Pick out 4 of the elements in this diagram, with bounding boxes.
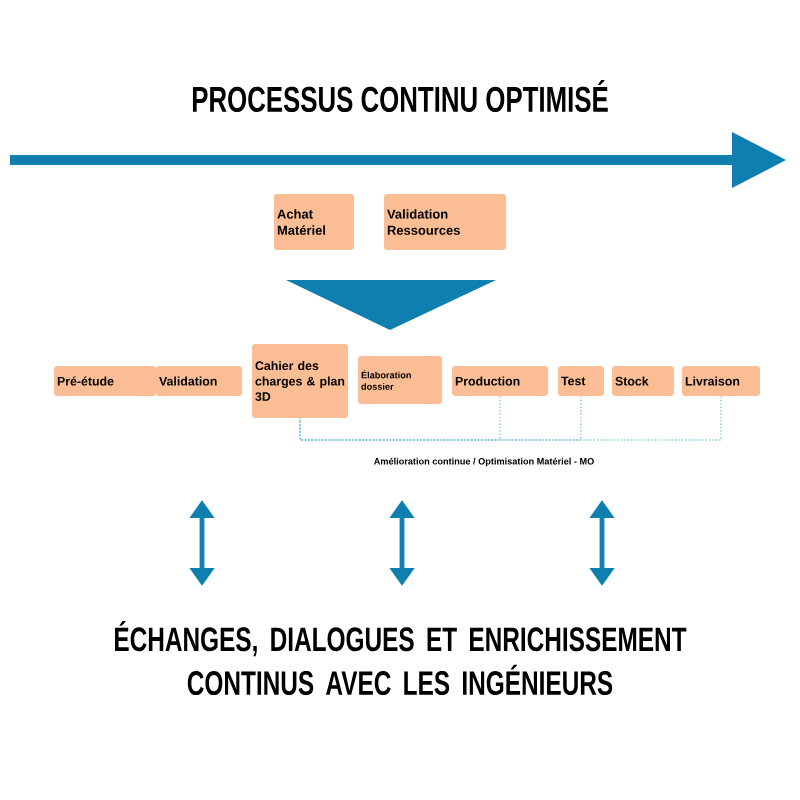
closing-statement: ÉCHANGES, DIALOGUES ET ENRICHISSEMENT CONTINUS AVEC LES INGÉNIEURS [115, 620, 687, 696]
connector-line [299, 395, 722, 441]
connector-line [299, 395, 582, 441]
title: PROCESSUS CONTINU OPTIMISÉ [192, 79, 608, 113]
